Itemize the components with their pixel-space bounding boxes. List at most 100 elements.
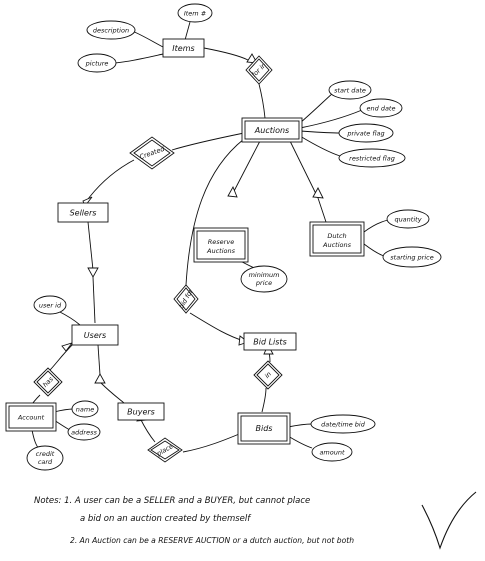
- note-1-line-2: a bid on an auction created by themself: [80, 514, 251, 524]
- rel-has: has: [33, 367, 63, 397]
- notes-heading: Notes:: [34, 496, 62, 506]
- line-account-name: [53, 408, 75, 413]
- entity-reserve-label-2: Auctions: [206, 247, 236, 255]
- entity-buyers-label: Buyers: [127, 408, 155, 417]
- line-auctions-reserve: [231, 140, 261, 196]
- entity-bids-label: Bids: [256, 424, 273, 433]
- entity-buyers: Buyers: [117, 402, 165, 421]
- line-auctions-dutch: [289, 140, 319, 199]
- line-rel-auctions: [258, 83, 266, 119]
- svg-text:credit: credit: [36, 450, 55, 458]
- line-dutch-quantity: [363, 219, 389, 233]
- svg-text:picture: picture: [85, 60, 109, 68]
- svg-text:start date: start date: [334, 87, 366, 95]
- entity-items-label: Items: [172, 44, 194, 53]
- line-auctions-created: [171, 132, 245, 151]
- isa-reserve: [227, 185, 238, 198]
- attr-credit-card: credit card: [26, 445, 64, 471]
- entity-users-label: Users: [84, 331, 106, 340]
- entity-reserve-label-1: Reserve: [208, 238, 234, 246]
- attr-description: description: [86, 20, 136, 40]
- attr-starting-price: starting price: [382, 246, 442, 268]
- entity-dutch-label-1: Dutch: [327, 232, 346, 240]
- attr-amount: amount: [311, 442, 353, 462]
- entity-auctions: Auctions: [241, 117, 303, 143]
- svg-text:amount: amount: [319, 449, 345, 457]
- svg-text:description: description: [93, 27, 129, 35]
- attr-picture: picture: [77, 53, 117, 73]
- entity-bidlists-label: Bid Lists: [253, 338, 286, 347]
- attr-start-date: start date: [328, 80, 372, 100]
- svg-text:minimum: minimum: [249, 271, 280, 279]
- line-users-userid: [57, 310, 81, 326]
- line-isa-users: [92, 276, 96, 324]
- svg-text:end date: end date: [367, 105, 396, 113]
- line-dutch-startprice: [363, 243, 385, 257]
- line-items-picture: [114, 53, 164, 64]
- entity-dutch-label-2: Auctions: [322, 241, 352, 249]
- svg-text:name: name: [76, 406, 94, 414]
- rel-created: Created: [129, 136, 175, 170]
- entity-auctions-label: Auctions: [254, 126, 289, 135]
- notes-line-1: Notes: 1. A user can be a SELLER and a B…: [34, 496, 310, 506]
- note-2: 2. An Auction can be a RESERVE AUCTION o…: [70, 536, 355, 545]
- svg-text:quantity: quantity: [394, 216, 421, 224]
- attr-restricted-flag: restricted flag: [338, 148, 406, 168]
- entity-dutch-auctions: Dutch Auctions: [309, 221, 365, 257]
- line-sellers-isa: [87, 221, 94, 271]
- line-bids-amount: [287, 435, 313, 449]
- attr-name: name: [71, 400, 99, 418]
- line-auctions-restricted: [299, 135, 341, 157]
- attr-item-id: Item #: [177, 3, 213, 23]
- attr-address: address: [67, 423, 101, 441]
- attr-quantity: quantity: [386, 209, 430, 229]
- entity-account: Account: [5, 402, 57, 432]
- entity-sellers: Sellers: [57, 202, 109, 223]
- line-items-description: [131, 30, 164, 48]
- entity-sellers-label: Sellers: [70, 209, 97, 218]
- line-isa-buyers: [100, 382, 125, 404]
- svg-text:restricted flag: restricted flag: [349, 155, 395, 163]
- line-bids-in: [261, 387, 267, 413]
- rel-bid-for: bid for: [173, 284, 199, 314]
- check-mark-icon: [421, 491, 477, 550]
- line-isa-dutch: [317, 197, 327, 223]
- attr-minimum-price: minimum price: [240, 265, 288, 293]
- entity-bids: Bids: [237, 412, 291, 445]
- line-buyers-place: [139, 417, 156, 443]
- entity-bid-lists: Bid Lists: [243, 332, 297, 351]
- isa-dutch: [312, 187, 324, 199]
- line-bids-datetime: [287, 423, 313, 428]
- rel-items-auctions: for in: [245, 55, 273, 85]
- svg-text:price: price: [255, 279, 272, 287]
- line-auctions-private: [299, 130, 341, 134]
- svg-text:card: card: [38, 458, 53, 466]
- rel-place: place: [147, 437, 183, 463]
- attr-private-flag: private flag: [338, 123, 394, 143]
- svg-text:private flag: private flag: [346, 130, 384, 138]
- line-auctions-bidfor: [185, 138, 245, 286]
- entity-items: Items: [162, 38, 205, 58]
- line-created-sellers: [84, 159, 135, 204]
- line-users-isabuyers: [97, 344, 101, 376]
- svg-text:date/time bid: date/time bid: [321, 421, 366, 429]
- svg-text:address: address: [71, 429, 97, 437]
- arrowhead-users: [61, 342, 74, 352]
- note-1-line-1: 1. A user can be a SELLER and a BUYER, b…: [64, 496, 311, 506]
- line-auctions-enddate: [299, 109, 363, 129]
- rel-in: in: [253, 360, 283, 390]
- line-auctions-startdate: [299, 92, 334, 124]
- line-items-rel: [203, 47, 249, 61]
- entity-users: Users: [71, 324, 119, 346]
- line-bidfor-bidlists: [189, 312, 245, 342]
- svg-text:starting price: starting price: [390, 254, 433, 262]
- entity-account-label: Account: [17, 414, 45, 422]
- line-items-itemid: [184, 21, 191, 41]
- svg-text:Item #: Item #: [184, 10, 207, 18]
- isa-sellers: [87, 267, 99, 278]
- svg-text:user id: user id: [39, 302, 62, 310]
- entity-reserve-auctions: Reserve Auctions: [193, 227, 249, 263]
- line-place-bids: [182, 431, 245, 453]
- attr-user-id: user id: [33, 295, 67, 315]
